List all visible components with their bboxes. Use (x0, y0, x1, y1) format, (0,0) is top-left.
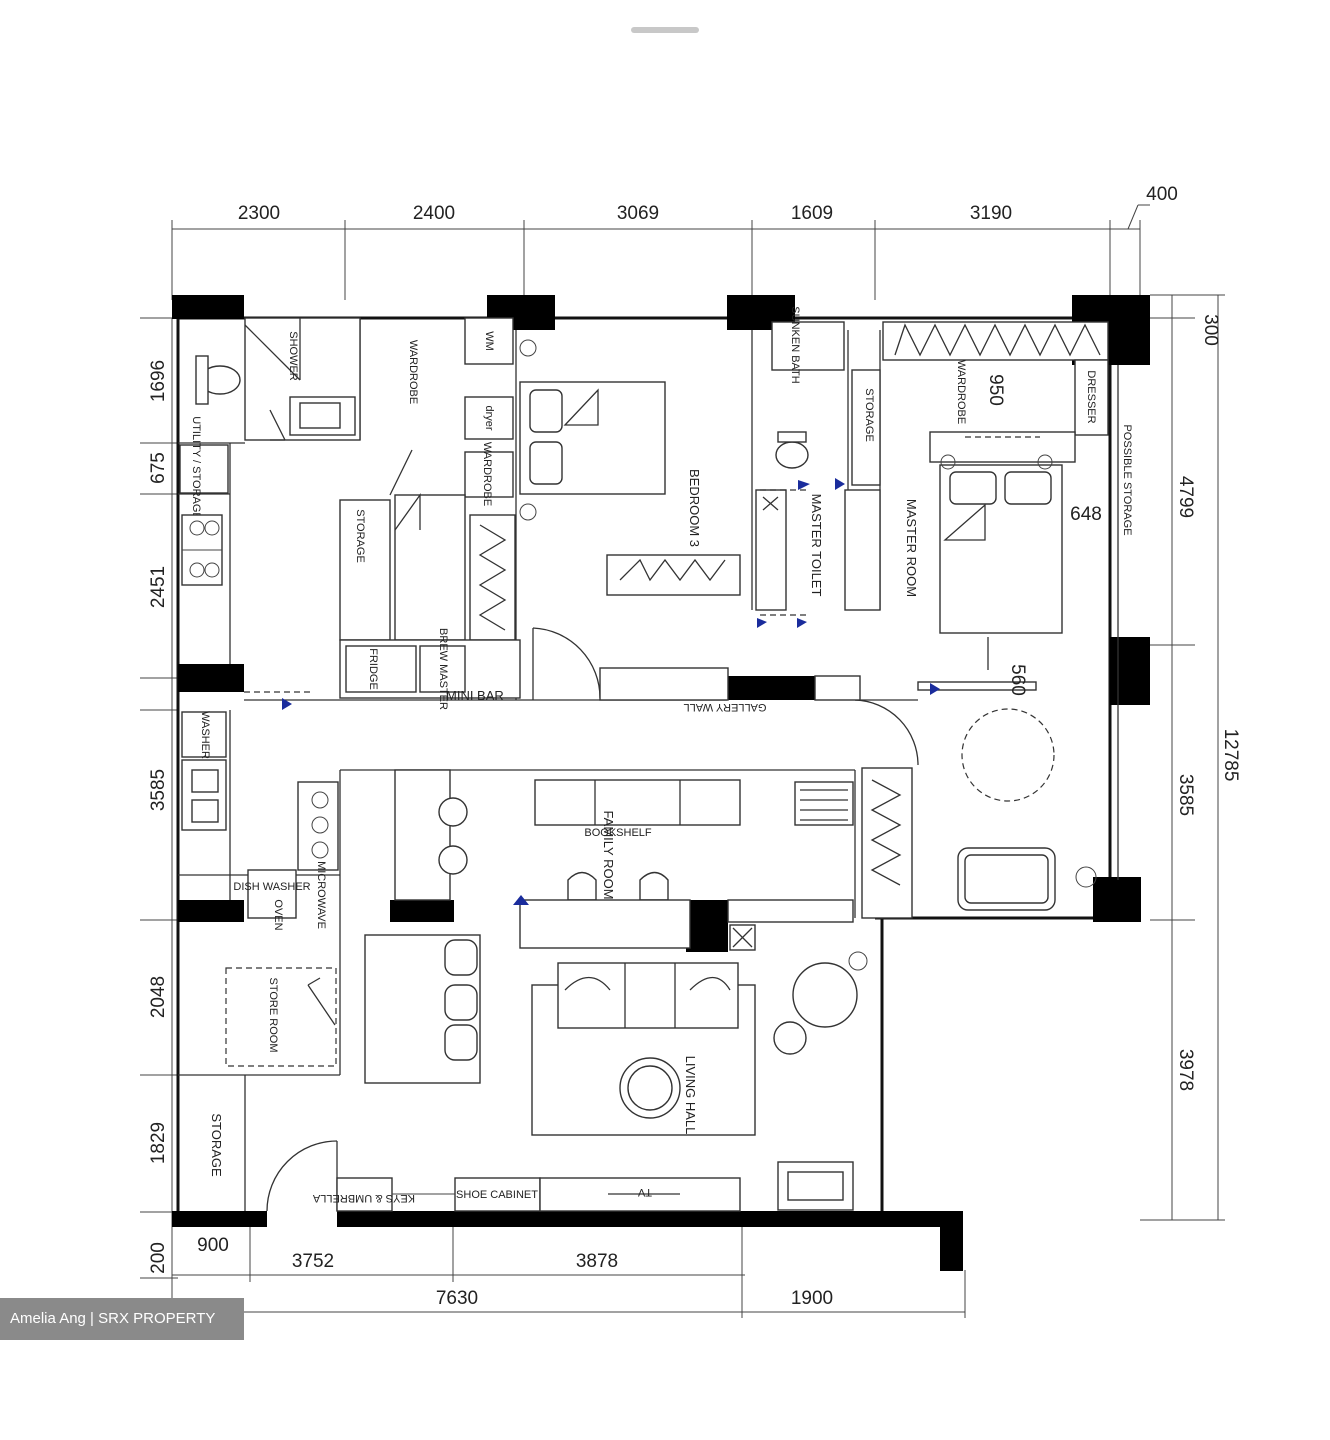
dim-left-6: 1829 (148, 1122, 169, 1164)
wardrobe-b3-box (464, 451, 514, 498)
master-room-furniture (882, 321, 1109, 911)
master-toilet-label: MASTER TOILET (809, 494, 824, 597)
mini-bar-label: MINI BAR (446, 688, 504, 703)
bedroom3-label: BEDROOM 3 (687, 469, 702, 547)
storage-mt-label: STORAGE (863, 388, 875, 442)
right-dimension-line (1140, 294, 1225, 1221)
family-room-label: FAMILY ROOM (601, 810, 616, 899)
dim-bottom-3: 3878 (576, 1251, 618, 1272)
washer-label: WASHER (199, 711, 211, 759)
bookshelf-label: BOOKSHELF (584, 827, 652, 839)
dim-bottom-5: 1900 (791, 1288, 833, 1309)
tv-label: TV (637, 1186, 652, 1198)
bedroom3-furniture (469, 339, 741, 641)
possible-storage-label: POSSIBLE STORAGE (1121, 424, 1133, 535)
master-toilet-fixtures (755, 321, 881, 611)
living-hall-furniture (531, 951, 868, 1211)
master-room-label: MASTER ROOM (904, 499, 919, 597)
dim-left-5: 2048 (148, 976, 169, 1018)
storage-cabinet-area (339, 449, 521, 699)
dim-left-1: 1696 (148, 360, 169, 402)
dim-wardrobe-950: 950 (985, 374, 1006, 406)
shower-label: SHOWER (287, 331, 299, 381)
dining-island (364, 769, 481, 1084)
stove-icon (181, 514, 223, 586)
dim-top-5: 3190 (970, 203, 1012, 224)
dryer-label: dryer (483, 405, 495, 430)
wardrobe-b3-label: WARDROBE (481, 442, 493, 506)
brew-master-label: BREW MASTER (437, 628, 449, 710)
exterior-walls (172, 295, 1150, 1271)
dim-top-2: 2400 (413, 203, 455, 224)
dim-bottom-4: 7630 (436, 1288, 478, 1309)
store-room-label: STORE ROOM (267, 978, 279, 1053)
dim-bed-648: 648 (1070, 504, 1102, 525)
gallery-wall-label: GALLERY WALL (684, 701, 767, 713)
wardrobe-top-label: WARDROBE (407, 340, 419, 404)
dim-right-2: 4799 (1175, 476, 1196, 518)
entry-cabinets (336, 1177, 741, 1212)
left-dimension-line (140, 317, 178, 1279)
dim-top-6: 400 (1146, 184, 1178, 205)
dim-right-3: 3585 (1175, 774, 1196, 816)
microwave-label: MICROWAVE (315, 861, 327, 929)
bottom-dimension-line (171, 1225, 966, 1318)
dim-left-4: 3585 (148, 769, 169, 811)
dresser-label: DRESSER (1085, 370, 1097, 423)
door-dashes (244, 489, 810, 693)
top-dimension-line (171, 204, 1150, 300)
dim-top-3: 3069 (617, 203, 659, 224)
family-room-furniture (519, 767, 913, 951)
fridge-label: FRIDGE (367, 648, 379, 690)
dim-bottom-2: 3752 (292, 1251, 334, 1272)
dim-left-3: 2451 (148, 566, 169, 608)
dim-left-7: 200 (148, 1242, 169, 1274)
door-swings (261, 337, 919, 1212)
washing-machine (464, 317, 514, 365)
dim-top-4: 1609 (791, 203, 833, 224)
watermark: Amelia Ang | SRX PROPERTY (0, 1298, 244, 1340)
common-bathroom (195, 317, 361, 441)
living-hall-label: LIVING HALL (683, 1056, 698, 1135)
wm-label: WM (483, 331, 495, 351)
storage-west-label: STORAGE (209, 1113, 224, 1177)
shoe-cabinet-label: SHOE CABINET (456, 1189, 538, 1201)
keys-umbrella-label: KEYS & UMBRELLA (312, 1192, 415, 1204)
dim-right-total: 12785 (1220, 729, 1241, 782)
kitchen-west-fixtures (181, 711, 339, 919)
dryer (464, 396, 514, 440)
dim-right-1: 300 (1200, 314, 1221, 346)
dim-door-560: 560 (1007, 664, 1028, 696)
dim-top-1: 2300 (238, 203, 280, 224)
storage-cabinet-label: STORAGE (354, 509, 366, 563)
door-markers (282, 478, 940, 905)
utility-storage-label: UTILITY / STORAGE (190, 416, 202, 520)
wardrobe-mr-label: WARDROBE (955, 360, 967, 424)
sunken-bath-label: SUNKEN BATH (789, 306, 801, 383)
dim-left-2: 675 (148, 452, 169, 484)
oven-label: OVEN (272, 899, 284, 930)
dim-bottom-1: 900 (197, 1235, 229, 1256)
drag-handle-icon[interactable] (631, 27, 699, 33)
dim-right-4: 3978 (1175, 1049, 1196, 1091)
dish-washer-label: DISH WASHER (233, 881, 310, 893)
